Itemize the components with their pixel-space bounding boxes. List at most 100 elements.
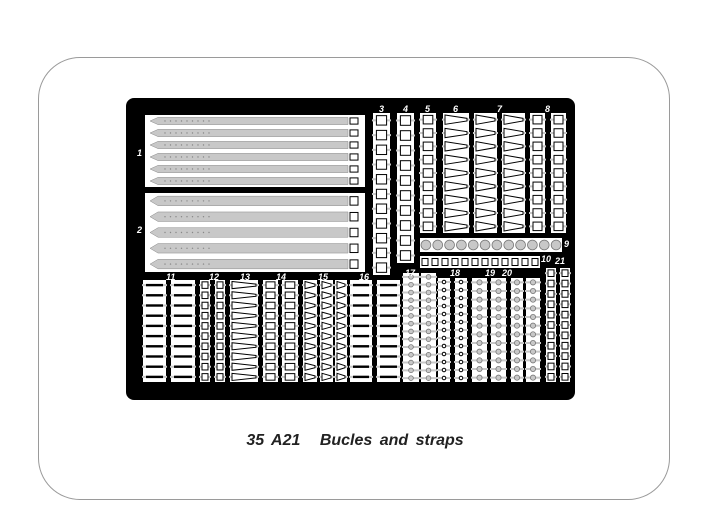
- part-label-13: 13: [240, 272, 250, 282]
- part-10-buckle: [547, 279, 555, 288]
- part-label-15: 15: [318, 272, 329, 282]
- part-15-clip: [304, 331, 316, 341]
- part-12b-carrier: [215, 280, 225, 382]
- part-12-buckle: [201, 291, 209, 300]
- strap-hole: [202, 216, 205, 218]
- part-9b-carrier: [420, 256, 540, 268]
- strap-hole: [169, 216, 172, 218]
- strap-hole: [191, 247, 194, 249]
- part-16-bar: [353, 345, 369, 348]
- strap-hole: [202, 247, 205, 249]
- part-9b-loop: [511, 258, 519, 266]
- strap-hole: [169, 247, 172, 249]
- part-14b-buckle: [284, 311, 296, 320]
- part-13-clip: [231, 291, 257, 300]
- part-12-buckle: [201, 373, 209, 381]
- part-17-rivet: [408, 289, 414, 296]
- part-7-clip: [475, 154, 496, 165]
- strap-hole: [208, 216, 210, 218]
- part-19-rivet: [476, 305, 483, 312]
- part-18b-ring: [458, 327, 464, 333]
- part-20-carrier: [511, 278, 523, 382]
- part-8b-buckle: [553, 221, 564, 232]
- part-3-buckle: [375, 203, 388, 214]
- part-19-rivet: [476, 339, 483, 346]
- part-4-buckle: [399, 205, 412, 216]
- part-4-buckle: [399, 130, 412, 141]
- strap-hole: [186, 132, 188, 134]
- strap-hole: [186, 200, 188, 202]
- part-8b-buckle: [553, 168, 564, 178]
- part-7-clip: [475, 167, 496, 179]
- part-7b-clip: [503, 181, 524, 192]
- part-7b-clip: [503, 154, 524, 165]
- part-17-rivet: [408, 274, 414, 280]
- part-13-clip: [231, 301, 257, 310]
- part-18b-ring: [458, 279, 464, 285]
- strap-hole: [186, 216, 188, 218]
- part-5-buckle: [422, 221, 434, 232]
- part-19-rivet: [476, 322, 483, 329]
- part-20-rivet: [514, 322, 521, 329]
- part-label-5: 5: [425, 104, 431, 114]
- part-8-buckle: [532, 141, 543, 152]
- part-17b-rivet: [425, 336, 432, 342]
- product-title: Bucles and straps: [319, 432, 464, 449]
- strap-hole: [169, 263, 172, 265]
- part-9-rivet: [538, 239, 550, 251]
- part-4-buckle: [399, 175, 412, 186]
- part-6-clip: [444, 207, 468, 219]
- part-19-rivet: [476, 374, 483, 381]
- strap-hole: [175, 200, 177, 202]
- part-18b-ring: [458, 351, 464, 357]
- part-5-buckle: [422, 194, 434, 205]
- part-6-clip: [444, 221, 468, 232]
- part-16b-bar: [380, 334, 397, 338]
- part-19b-rivet: [495, 331, 502, 338]
- part-20b-rivet: [530, 287, 537, 294]
- part-16-bar: [353, 334, 369, 338]
- part-19b-carrier: [491, 278, 506, 382]
- part-18-ring: [441, 375, 447, 381]
- part-4-buckle: [399, 145, 412, 156]
- part-9b-loop: [481, 258, 489, 266]
- part-16-bar: [353, 294, 369, 297]
- strap-hole: [202, 144, 205, 146]
- part-19b-rivet: [495, 287, 502, 294]
- part-1-strap: [149, 117, 349, 125]
- part-2-strap: [149, 259, 349, 270]
- strap-hole: [186, 231, 188, 234]
- part-5-buckle: [422, 141, 434, 152]
- strap-hole: [169, 168, 172, 170]
- part-15b-clip: [321, 362, 332, 371]
- part-19b-rivet: [495, 339, 502, 346]
- part-1-frame: [145, 115, 365, 187]
- part-1-strap: [149, 129, 349, 137]
- part-10-buckle: [547, 373, 555, 381]
- strap-hole: [202, 132, 205, 134]
- part-21-buckle: [561, 373, 569, 381]
- part-19b-rivet: [495, 279, 502, 286]
- part-9-rivet: [432, 239, 444, 251]
- strap-hole: [164, 263, 166, 265]
- part-18b-ring: [458, 311, 464, 317]
- part-14b-buckle: [284, 301, 296, 310]
- part-7-clip: [475, 114, 496, 125]
- strap-hole: [180, 144, 183, 146]
- strap-hole: [180, 132, 183, 134]
- strap-hole: [164, 156, 166, 158]
- strap-hole: [164, 168, 166, 170]
- strap-hole: [175, 263, 177, 265]
- part-12b-buckle: [216, 373, 224, 381]
- part-20b-rivet: [530, 322, 537, 329]
- part-17-rivet: [408, 281, 414, 288]
- part-16-bar: [353, 304, 369, 307]
- part-18b-ring: [458, 303, 464, 309]
- part-8b-buckle: [553, 154, 564, 165]
- part-5-buckle: [422, 128, 434, 138]
- part-15-clip: [304, 342, 316, 351]
- part-11-bar: [146, 365, 163, 368]
- part-17b-rivet: [425, 367, 432, 374]
- part-5-buckle: [422, 181, 434, 192]
- part-15c-clip: [336, 342, 346, 351]
